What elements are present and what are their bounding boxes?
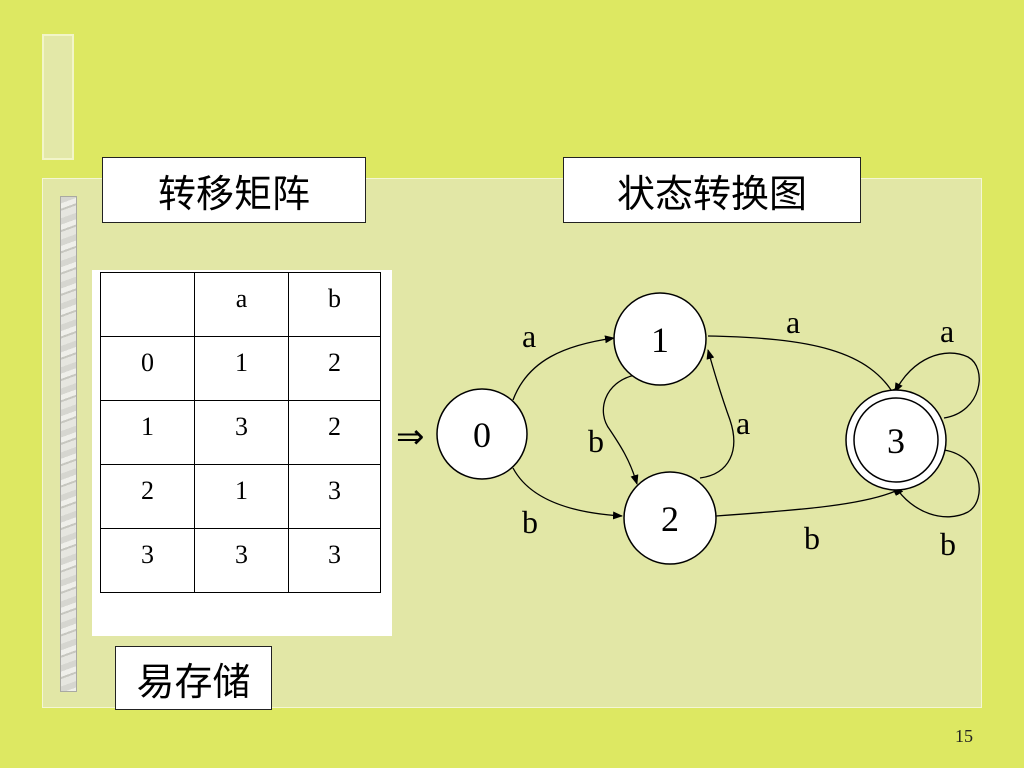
edge-1-to-2 xyxy=(602,374,639,485)
edge-label-2-1: a xyxy=(736,405,750,441)
table-cell: 1 xyxy=(194,464,289,529)
edge-label-2-3: b xyxy=(804,520,820,556)
edge-label-1-2: b xyxy=(588,423,604,459)
decorative-bar xyxy=(42,34,74,160)
table-cell: 2 xyxy=(288,400,381,465)
state-node-0 xyxy=(436,388,528,480)
table-row: 1 3 2 xyxy=(100,400,381,465)
heading-transition-matrix: 转移矩阵 xyxy=(102,157,366,223)
edge-0-to-2 xyxy=(512,467,623,520)
state-label-0: 0 xyxy=(473,415,491,455)
table-cell: 2 xyxy=(288,336,381,401)
page-number: 15 xyxy=(955,726,973,746)
table-cell: 2 xyxy=(100,464,195,529)
table-cell: 1 xyxy=(100,400,195,465)
state-label-1: 1 xyxy=(651,320,669,360)
loop-label-3-b: b xyxy=(940,526,956,562)
table-cell: 3 xyxy=(288,464,381,529)
edge-label-0-1: a xyxy=(522,318,536,354)
edge-2-to-1 xyxy=(699,349,735,479)
table-row: 0 1 2 xyxy=(100,336,381,401)
edge-label-0-2: b xyxy=(522,504,538,540)
table-cell: 3 xyxy=(100,528,195,593)
state-node-3-inner xyxy=(853,397,939,483)
heading-easy-storage: 易存储 xyxy=(115,646,272,710)
edge-label-1-3: a xyxy=(786,304,800,340)
state-label-2: 2 xyxy=(661,499,679,539)
loop-3-a xyxy=(894,352,980,419)
implies-arrow: ⇒ xyxy=(396,417,425,457)
table-row: 3 3 3 xyxy=(100,528,381,593)
marble-strip xyxy=(60,196,77,692)
loop-3-b xyxy=(894,449,980,518)
table-header-cell: a xyxy=(194,272,289,337)
state-node-2 xyxy=(623,471,717,565)
table-cell: 3 xyxy=(194,400,289,465)
table-header-row: a b xyxy=(100,272,381,337)
heading-state-diagram: 状态转换图 xyxy=(563,157,861,223)
table-cell: 3 xyxy=(288,528,381,593)
loop-label-3-a: a xyxy=(940,313,954,349)
edge-0-to-1 xyxy=(512,335,615,401)
state-node-1 xyxy=(613,292,707,386)
transition-table: a b 0 1 2 1 3 2 2 1 3 3 3 3 xyxy=(100,272,381,593)
table-cell: 1 xyxy=(194,336,289,401)
state-label-3: 3 xyxy=(887,421,905,461)
edge-1-to-3 xyxy=(707,335,897,399)
edge-2-to-3 xyxy=(715,487,903,517)
table-row: 2 1 3 xyxy=(100,464,381,529)
table-cell: 3 xyxy=(194,528,289,593)
